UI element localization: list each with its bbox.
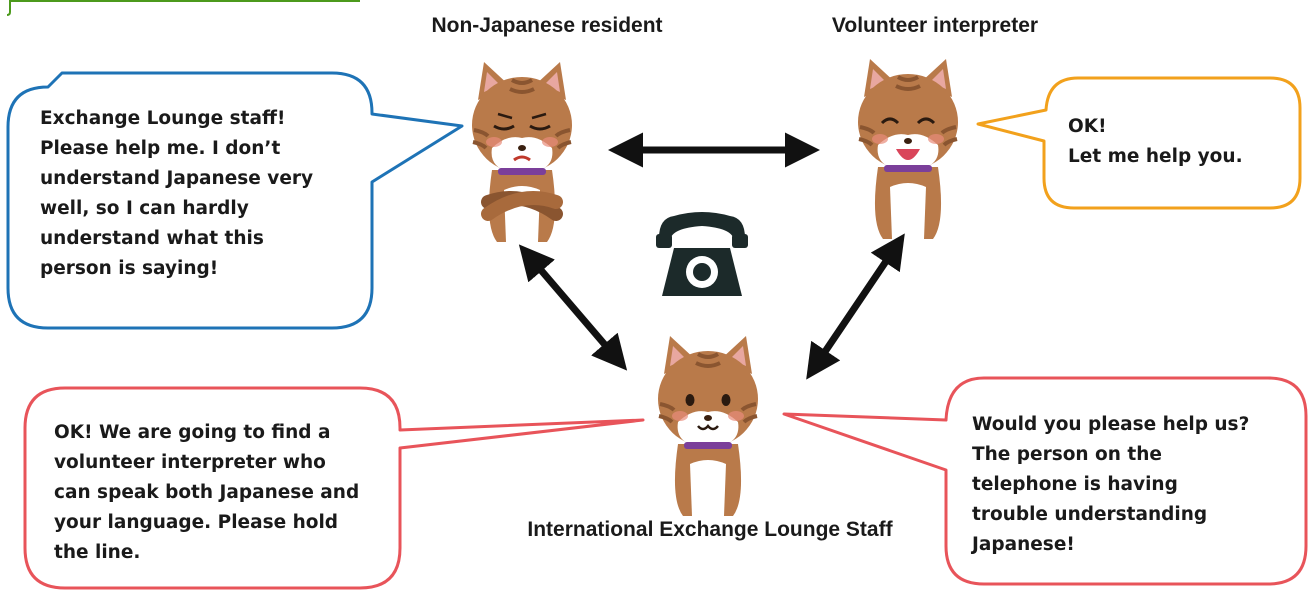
bubble-line: the line. — [54, 542, 141, 563]
staff-to-interpreter-bubble-text: Would you please help us? The person on … — [972, 410, 1249, 560]
telephone-icon — [656, 212, 748, 296]
bubble-line: Let me help you. — [1068, 146, 1243, 167]
bubble-line: can speak both Japanese and — [54, 482, 360, 503]
resident-bubble-text: Exchange Lounge staff! Please help me. I… — [40, 104, 313, 284]
cat-worried-icon — [470, 60, 574, 244]
bubble-line: telephone is having — [972, 474, 1178, 495]
bubble-line: OK! We are going to find a — [54, 422, 331, 443]
bubble-line: Would you please help us? — [972, 414, 1250, 435]
interpreter-speech-bubble — [976, 76, 1302, 210]
cat-staff-icon — [656, 334, 760, 518]
bubble-line: Please help me. I don’t — [40, 138, 281, 159]
corner-tag — [6, 0, 360, 16]
bubble-line: OK! — [1068, 116, 1107, 137]
bubble-line: The person on the — [972, 444, 1162, 465]
bubble-line: Japanese! — [972, 534, 1075, 555]
bubble-line: your language. Please hold — [54, 512, 339, 533]
role-label-interpreter: Volunteer interpreter — [831, 14, 1039, 37]
staff-to-interpreter-bubble — [782, 376, 1308, 586]
role-label-staff: International Exchange Lounge Staff — [527, 518, 893, 541]
bubble-line: trouble understanding — [972, 504, 1208, 525]
staff-to-resident-bubble-text: OK! We are going to find a volunteer int… — [54, 418, 359, 568]
interpreter-bubble-text: OK! Let me help you. — [1068, 112, 1243, 172]
role-label-resident: Non-Japanese resident — [431, 14, 663, 37]
bubble-line: understand what this — [40, 228, 264, 249]
double-arrow-icon — [518, 244, 628, 371]
cat-happy-icon — [856, 57, 960, 241]
resident-speech-bubble — [6, 71, 464, 330]
bubble-line: person is saying! — [40, 258, 219, 279]
double-arrow-icon — [806, 233, 905, 380]
bubble-line: volunteer interpreter who — [54, 452, 326, 473]
bubble-line: understand Japanese very — [40, 168, 314, 189]
staff-to-resident-bubble — [23, 386, 645, 590]
bubble-line: well, so I can hardly — [40, 198, 249, 219]
bubble-line: Exchange Lounge staff! — [40, 108, 286, 129]
